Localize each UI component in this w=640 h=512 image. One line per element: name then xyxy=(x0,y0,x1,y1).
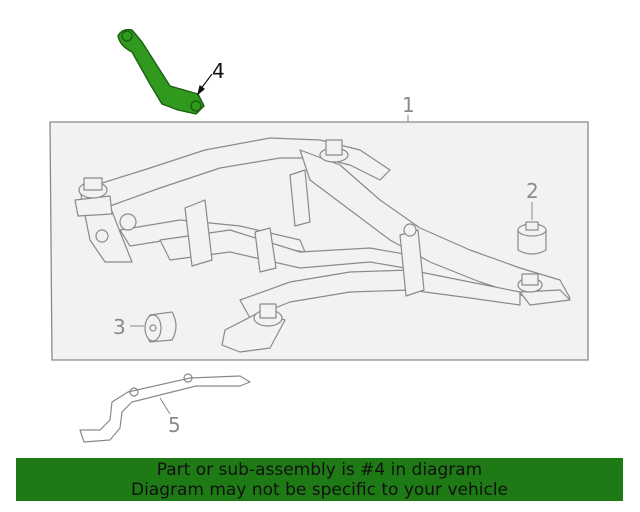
diagram-notice-banner: Part or sub-assembly is #4 in diagram Di… xyxy=(16,458,623,501)
callout-1: 1 xyxy=(402,93,415,117)
leader-lines xyxy=(130,115,533,415)
bushing-part-3 xyxy=(144,311,177,343)
subframe-assembly xyxy=(74,137,571,353)
bushing-part-2 xyxy=(517,221,547,255)
callout-3: 3 xyxy=(113,315,126,339)
leader-line-4 xyxy=(196,73,213,96)
callout-2: 2 xyxy=(526,179,539,203)
control-link-part-4 xyxy=(117,28,205,115)
notice-line-2: Diagram may not be specific to your vehi… xyxy=(130,479,508,500)
parts-diagram: 1 2 3 4 5 xyxy=(49,28,589,443)
crossmember-panel xyxy=(49,121,589,361)
callout-5: 5 xyxy=(168,413,181,437)
callout-4: 4 xyxy=(212,59,225,83)
notice-line-1: Part or sub-assembly is #4 in diagram xyxy=(156,459,483,480)
bracket-part-5 xyxy=(79,373,251,443)
